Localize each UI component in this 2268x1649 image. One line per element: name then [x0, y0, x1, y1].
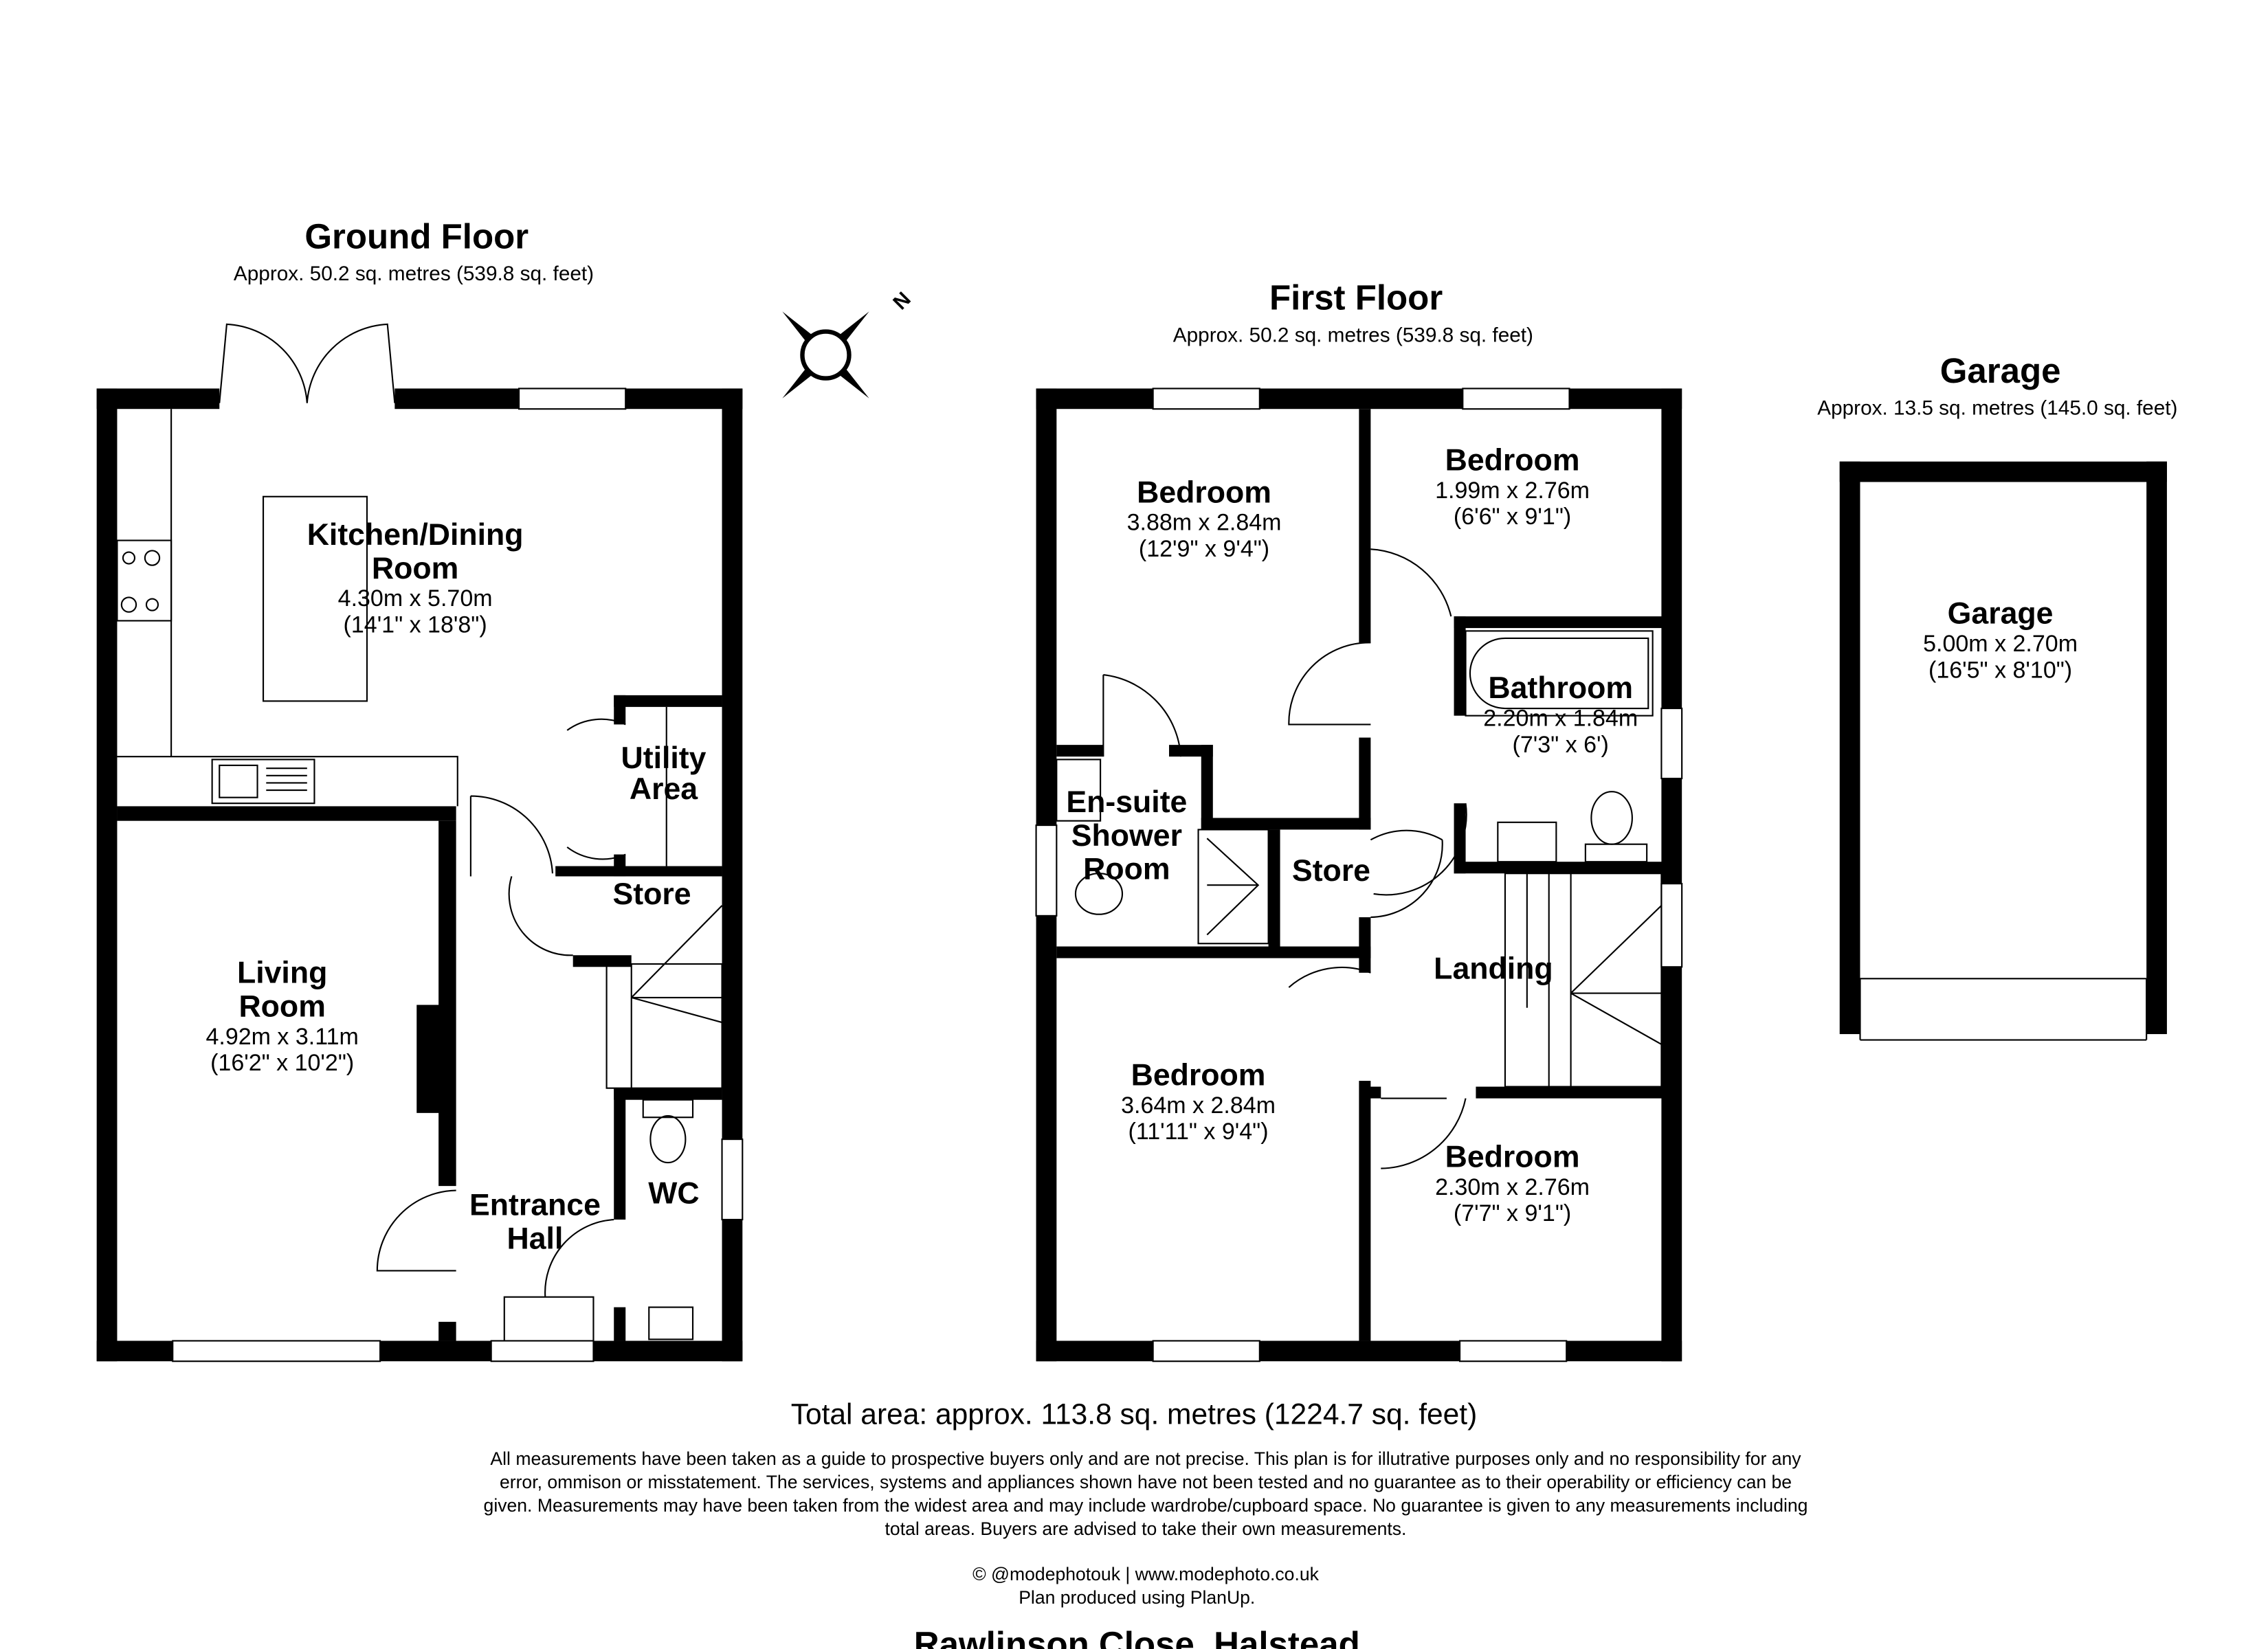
window [172, 1340, 381, 1362]
garage-title: Garage [1940, 351, 2061, 390]
toilet-icon [1584, 791, 1648, 863]
room-dimensions-imperial: (6'6" x 9'1") [1454, 504, 1571, 530]
room-name: Store [1292, 854, 1370, 888]
window [1035, 824, 1058, 917]
ground-floor-title: Ground Floor [304, 216, 529, 256]
room-name: Room [1083, 853, 1170, 886]
room-dimensions: 3.88m x 2.84m [1127, 510, 1282, 536]
utility-doors [566, 706, 667, 866]
basin-icon [1497, 821, 1557, 863]
room-dimensions-imperial: (16'2" x 10'2") [210, 1050, 354, 1076]
room-dimensions: 5.00m x 2.70m [1923, 631, 2078, 657]
ground-floor-plan: Ground Floor Approx. 50.2 sq. metres (53… [96, 216, 744, 1362]
room-dimensions: 3.64m x 2.84m [1121, 1092, 1276, 1119]
ground-floor-area: Approx. 50.2 sq. metres (539.8 sq. feet) [234, 262, 594, 285]
hob-icon [116, 539, 173, 622]
toilet-icon [642, 1099, 694, 1164]
window [518, 388, 627, 410]
room-dimensions-imperial: (12'9" x 9'4") [1139, 536, 1269, 562]
window [1462, 388, 1570, 410]
basin-icon [648, 1306, 694, 1340]
garage-area: Approx. 13.5 sq. metres (145.0 sq. feet) [1817, 397, 2177, 420]
disclaimer-line: All measurements have been taken as a gu… [490, 1448, 1801, 1469]
room-dimensions: 4.30m x 5.70m [338, 585, 493, 612]
room-name: Bedroom [1131, 1058, 1266, 1092]
first-floor-plan: First Floor Approx. 50.2 sq. metres (539… [1035, 278, 1683, 1362]
bath-icon [1465, 630, 1654, 717]
front-door[interactable] [490, 1340, 594, 1362]
room-name: Store [612, 877, 691, 911]
door-swing [469, 795, 573, 956]
room-name: Hall [507, 1222, 564, 1256]
room-dimensions: 2.20m x 1.84m [1483, 706, 1638, 732]
compass-north-label: N [889, 288, 915, 315]
window [1660, 707, 1683, 780]
room-name: Garage [1948, 597, 2054, 631]
room-dimensions-imperial: (7'3" x 6') [1513, 732, 1609, 758]
room-name: Bedroom [1137, 475, 1271, 509]
room-dimensions-imperial: (14'1" x 18'8") [344, 612, 487, 638]
window [721, 1138, 744, 1221]
door-swings [1102, 548, 1467, 1169]
garage-door [1859, 978, 2148, 1041]
room-dimensions-imperial: (16'5" x 8'10") [1928, 657, 2072, 683]
credit: © @modephotouk | www.modephoto.co.uk [972, 1564, 1320, 1584]
french-doors [219, 323, 396, 403]
first-floor-title: First Floor [1269, 278, 1443, 317]
disclaimer-line: error, ommison or misstatement. The serv… [500, 1472, 1792, 1492]
room-dimensions-imperial: (7'7" x 9'1") [1454, 1200, 1571, 1226]
total-area: Total area: approx. 113.8 sq. metres (12… [791, 1399, 1478, 1431]
garage-plan: Garage Approx. 13.5 sq. metres (145.0 sq… [1817, 351, 2177, 1041]
room-name: Area [630, 772, 698, 806]
room-name: Living [237, 956, 327, 990]
room-name: Utility [621, 741, 707, 775]
property-address: Rawlinson Close, Halstead [914, 1625, 1360, 1649]
compass-icon [782, 311, 869, 399]
room-name: Room [372, 552, 458, 585]
room-name: Kitchen/Dining [307, 518, 524, 552]
door-swing [376, 1189, 614, 1362]
room-dimensions: 4.92m x 3.11m [205, 1024, 358, 1050]
room-dimensions: 1.99m x 2.76m [1435, 478, 1590, 504]
window [1152, 1340, 1260, 1362]
room-name: Room [238, 990, 325, 1024]
sink-icon [211, 759, 315, 805]
room-dimensions: 2.30m x 2.76m [1435, 1174, 1590, 1200]
window [1660, 883, 1683, 968]
kitchen-island [262, 495, 368, 702]
room-name: WC [648, 1177, 699, 1211]
room-dimensions-imperial: (11'11" x 9'4") [1128, 1119, 1268, 1145]
stairs [605, 905, 723, 1089]
disclaimer-line: total areas. Buyers are advised to take … [885, 1518, 1407, 1539]
disclaimer-line: given. Measurements may have been taken … [484, 1495, 1808, 1516]
fireplace [416, 1005, 442, 1113]
window [1152, 388, 1260, 410]
room-name: Bedroom [1445, 443, 1580, 477]
footer: Total area: approx. 113.8 sq. metres (12… [484, 1399, 1808, 1649]
window [1458, 1340, 1568, 1362]
stairs [1504, 873, 1663, 1088]
ensuite-fittings [1056, 759, 1124, 915]
room-name: Entrance [469, 1189, 601, 1222]
room-name: Bedroom [1445, 1140, 1580, 1174]
room-name: Landing [1434, 952, 1553, 985]
room-name: En-suite [1066, 785, 1187, 819]
room-name: Shower [1071, 819, 1182, 853]
shower-tray-icon [1197, 829, 1269, 945]
first-floor-area: Approx. 50.2 sq. metres (539.8 sq. feet) [1173, 324, 1533, 346]
room-name: Bathroom [1488, 671, 1633, 705]
produced-by: Plan produced using PlanUp. [1019, 1587, 1255, 1608]
